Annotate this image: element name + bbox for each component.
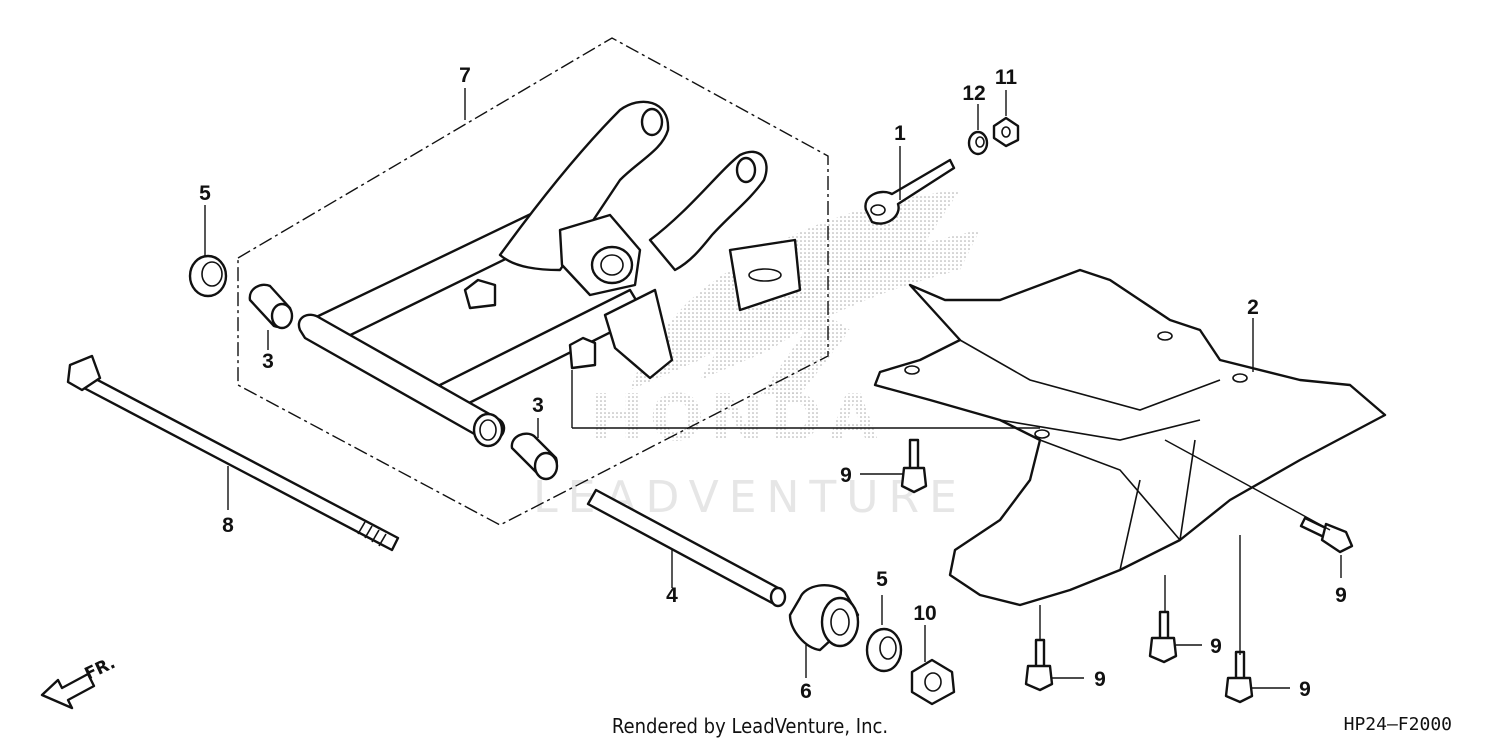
washer-part-12 <box>967 130 989 156</box>
callout-4: 4 <box>666 584 678 607</box>
dust-seal-part-5-left <box>188 254 228 298</box>
swingarm-part-7 <box>297 100 802 448</box>
assembly-boundary <box>237 37 829 526</box>
callout-5-right: 5 <box>876 568 888 591</box>
adjuster-bolt-part-1 <box>864 158 956 225</box>
bolt-part-9-c <box>1024 638 1054 692</box>
callout-5-left: 5 <box>199 182 211 205</box>
footer-credit: Rendered by LeadVenture, Inc. <box>611 714 889 738</box>
callout-10: 10 <box>913 602 936 625</box>
svg-text:HONDA: HONDA <box>590 382 884 456</box>
bushing-part-3-lower <box>510 432 559 481</box>
bolt-part-9-a <box>900 438 928 494</box>
skid-plate-part-2 <box>873 268 1387 607</box>
callout-9-e: 9 <box>1299 678 1311 701</box>
bolt-part-9-d <box>1148 610 1178 664</box>
bushing-part-3-upper <box>248 283 294 330</box>
callout-9-c: 9 <box>1094 668 1106 691</box>
diagram-code: HP24—F2000 <box>1343 714 1452 735</box>
callouts: 7 5 3 3 8 4 6 5 10 1 2 12 11 9 9 9 9 9 <box>199 64 1347 703</box>
callout-2: 2 <box>1247 296 1259 319</box>
front-direction-arrow: FR. <box>40 653 119 710</box>
nut-part-10 <box>910 658 956 706</box>
nut-part-11 <box>992 116 1020 148</box>
callout-6: 6 <box>800 680 812 703</box>
callout-1: 1 <box>894 122 906 145</box>
callout-9-d: 9 <box>1210 635 1222 658</box>
pivot-bolt-part-8 <box>66 354 400 552</box>
collar-part-4 <box>586 488 787 608</box>
bolt-part-9-e <box>1224 650 1254 704</box>
dust-seal-part-5-right <box>865 627 903 673</box>
leader-lines <box>204 88 1342 689</box>
callout-9-b: 9 <box>1335 584 1347 607</box>
callout-11: 11 <box>995 66 1018 89</box>
callout-3-lower: 3 <box>532 394 544 417</box>
callout-12: 12 <box>962 82 985 105</box>
callout-9-a: 9 <box>840 464 852 487</box>
spacer-part-6 <box>788 583 860 652</box>
bolt-part-9-b <box>1299 516 1354 554</box>
direction-label: FR. <box>82 653 119 684</box>
callout-8: 8 <box>222 514 234 537</box>
callout-3-upper: 3 <box>262 350 274 373</box>
callout-7: 7 <box>459 64 471 87</box>
